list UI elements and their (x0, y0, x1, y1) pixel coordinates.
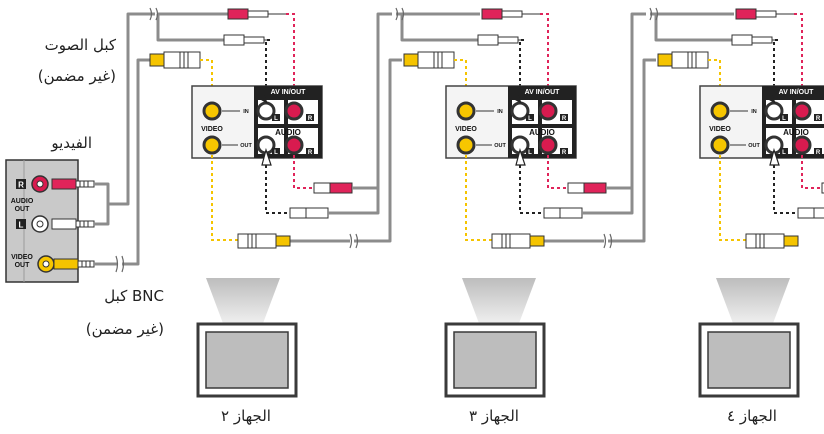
cable-break-marks (115, 7, 659, 273)
av-panel-device-3 (402, 7, 634, 250)
audio-cable-note: (غير مضمن) (38, 67, 116, 85)
audio-out-label: AUDIO (11, 198, 34, 205)
svg-text:R: R (308, 150, 313, 156)
svg-text:R: R (308, 116, 313, 122)
gray-cable-runs (94, 12, 734, 266)
monitor-device-3 (444, 278, 546, 398)
bnc-cable-note: (غير مضمن) (86, 320, 164, 338)
video-source-label: الفيديو (50, 134, 92, 152)
monitor-device-4 (698, 278, 800, 398)
left-channel-label: L (19, 221, 24, 230)
bnc-cable-label: كبل BNC (104, 287, 164, 305)
svg-text:L: L (274, 116, 278, 122)
video-out-label-2: OUT (15, 262, 31, 269)
right-channel-badge (16, 179, 26, 189)
video-out-label: VIDEO (11, 254, 33, 261)
av-panel-device-2: AV IN/OUT L R L R AUDIO IN OUT VIDEO (149, 8, 378, 249)
svg-text:L: L (274, 150, 278, 156)
svg-text:VIDEO: VIDEO (201, 126, 223, 133)
av-panel-device-4 (656, 7, 824, 250)
audio-cable-label: كبل الصوت (45, 36, 117, 54)
monitor-device-2 (196, 278, 298, 398)
right-channel-label: R (18, 181, 24, 190)
source-plugs (51, 178, 95, 270)
device-2-caption: الجهاز ٢ (221, 407, 271, 425)
svg-text:AUDIO: AUDIO (275, 128, 301, 137)
device-3-caption: الجهاز ٣ (469, 407, 519, 425)
svg-text:IN: IN (243, 109, 249, 115)
device-4-caption: الجهاز ٤ (727, 407, 777, 425)
audio-out-label-2: OUT (15, 206, 31, 213)
av-in-out-header: AV IN/OUT (271, 89, 307, 96)
left-channel-badge (16, 219, 26, 229)
svg-text:OUT: OUT (240, 143, 252, 149)
